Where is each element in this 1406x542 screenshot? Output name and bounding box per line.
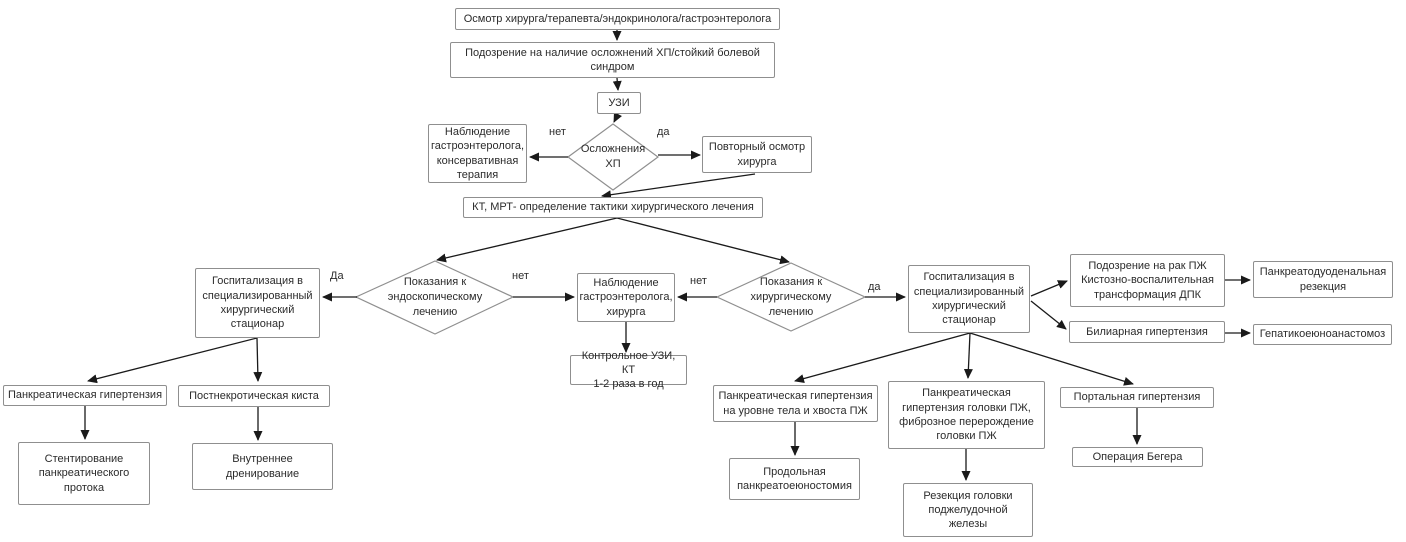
node-pancreatic-hypertension: Панкреатическая гипертензия xyxy=(3,385,167,406)
node-head-resection: Резекция головки поджелудочной железы xyxy=(903,483,1033,537)
node-control-uzi: Контрольное УЗИ, КТ 1-2 раза в год xyxy=(570,350,687,390)
decision-endoscopic-label: Показания к эндоскопическому лечению xyxy=(387,276,483,319)
edge-label-surgical-yes: да xyxy=(868,281,881,293)
node-postnecrotic-cyst: Постнекротическая киста xyxy=(178,385,330,407)
node-pancreatic-ht-head: Панкреатическая гипертензия головки ПЖ, … xyxy=(888,381,1045,449)
node-suspicion: Подозрение на наличие осложнений ХП/стой… xyxy=(450,42,775,78)
node-hospital-right: Госпитализация в специализированный хиру… xyxy=(908,265,1030,333)
decision-complications-label: Осложнения ХП xyxy=(580,143,646,171)
node-uzi: УЗИ xyxy=(597,92,641,114)
node-pancreatic-ht-body-tail: Панкреатическая гипертензия на уровне те… xyxy=(713,385,878,422)
edge-label-complications-no: нет xyxy=(549,126,566,138)
node-hospital-left: Госпитализация в специализированный хиру… xyxy=(195,268,320,338)
node-cancer-suspicion: Подозрение на рак ПЖ Кистозно-воспалител… xyxy=(1070,254,1225,307)
node-longitudinal-pancreatojejunostomy: Продольная панкреатоеюностомия xyxy=(729,458,860,500)
node-pancreatoduodenal-resection: Панкреатодуоденальная резекция xyxy=(1253,261,1393,298)
edge-label-surgical-no: нет xyxy=(690,275,707,287)
decision-surgical-label: Показания к хирургическому лечению xyxy=(750,276,832,319)
node-internal-drainage: Внутреннее дренирование xyxy=(192,443,333,490)
flow-arrows xyxy=(80,30,1251,481)
decision-diamond-complications xyxy=(566,123,660,191)
edge-label-endoscopic-no: нет xyxy=(512,270,529,282)
edge-label-complications-yes: да xyxy=(657,126,670,138)
node-repeat-exam: Повторный осмотр хирурга xyxy=(702,136,812,173)
node-exam: Осмотр хирурга/терапевта/эндокринолога/г… xyxy=(455,8,780,30)
node-biliary-hypertension: Билиарная гипертензия xyxy=(1069,321,1225,343)
node-hepaticojejunoanastomosis: Гепатикоеюноанастомоз xyxy=(1253,324,1392,345)
node-stenting: Стентирование панкреатического протока xyxy=(18,442,150,505)
node-observe-conservative: Наблюдение гастроэнтеролога, консерватив… xyxy=(428,124,527,183)
node-portal-hypertension: Портальная гипертензия xyxy=(1060,387,1214,408)
node-kt-mrt: КТ, МРТ- определение тактики хирургическ… xyxy=(463,197,763,218)
edge-label-endoscopic-yes: Да xyxy=(330,270,344,282)
node-observe-surgeon: Наблюдение гастроэнтеролога, хирурга xyxy=(577,273,675,322)
node-beger-operation: Операция Бегера xyxy=(1072,447,1203,467)
